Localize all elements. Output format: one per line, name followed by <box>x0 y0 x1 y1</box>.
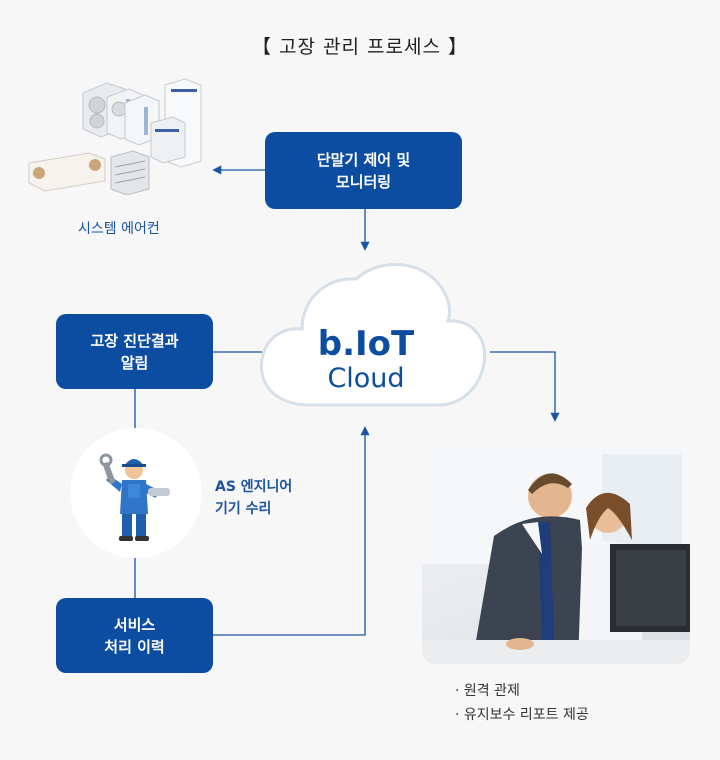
cloud-shape: b.IoT Cloud <box>259 263 487 407</box>
air-conditioner-units-photo <box>28 78 202 195</box>
office-workers-at-monitor-photo <box>422 444 690 664</box>
engineer-label-line2: 기기 수리 <box>215 501 272 517</box>
cloud-title: b.IoT <box>318 324 415 364</box>
engineer-circle <box>70 428 202 558</box>
arrow-service-to-cloud <box>213 426 370 636</box>
engineer-label-line1: AS 엔지니어 <box>215 479 293 495</box>
list-item: · 원격 관제 <box>455 683 520 699</box>
monitoring-box: 단말기 제어 및 모니터링 <box>265 132 462 209</box>
page-title: 【 고장 관리 프로세스 】 <box>252 36 468 58</box>
arrow-cloud-to-office <box>490 351 560 422</box>
list-item: · 유지보수 리포트 제공 <box>455 707 589 723</box>
cloud-subtitle: Cloud <box>327 363 404 394</box>
engineer-label: AS 엔지니어 기기 수리 <box>215 476 292 520</box>
engineer-with-wrench-icon <box>99 453 170 541</box>
service-box: 서비스 처리 이력 <box>56 598 213 673</box>
feature-list: · 원격 관제 · 유지보수 리포트 제공 <box>455 679 589 727</box>
diagnosis-box: 고장 진단결과 알림 <box>56 314 213 389</box>
system-ac-label: 시스템 에어컨 <box>78 221 160 237</box>
